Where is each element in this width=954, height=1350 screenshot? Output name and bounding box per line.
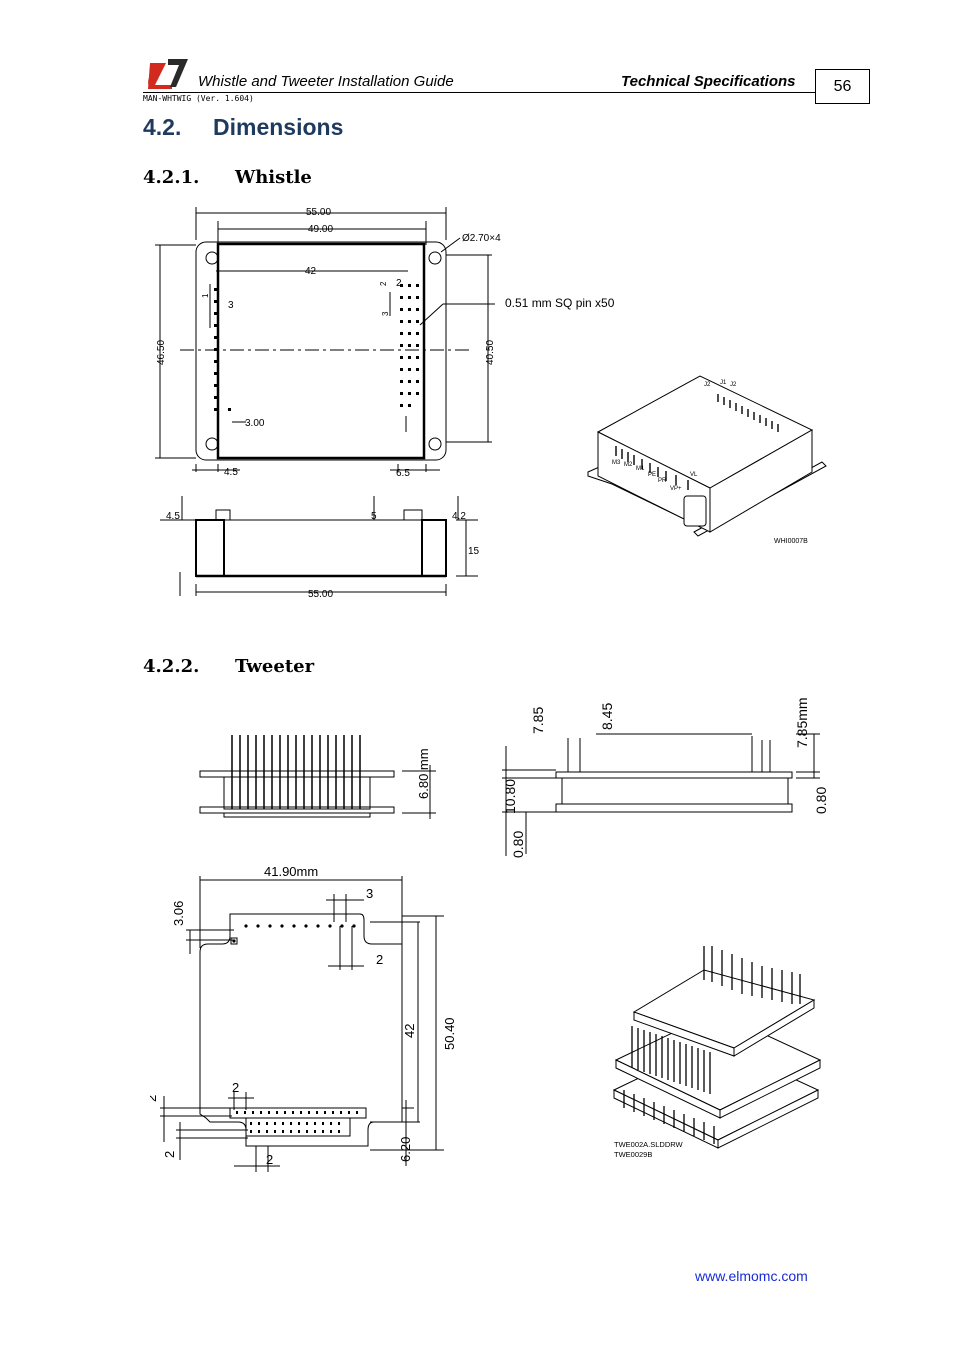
whistle-iso-label-m3: M3 [612, 460, 621, 466]
whistle-dim-pitch-3: 3 [228, 300, 234, 311]
whistle-side-mid: 5 [371, 511, 377, 522]
whistle-side-left: 4.5 [166, 511, 180, 522]
tweeter-top-5040: 50.40 [442, 1017, 457, 1050]
whistle-dim-small-3: 3 [381, 311, 390, 316]
whistle-isometric-drawing: J2 J1 J2 M3 M2 M1 PE PR VP+ VL WHI0007B [587, 375, 827, 545]
tweeter-side-785: 7.85 [530, 707, 546, 734]
whistle-pin-label: 0.51 mm SQ pin x50 [505, 296, 615, 310]
header-section: Technical Specifications [621, 73, 796, 90]
whistle-iso-label-m2: M2 [624, 462, 633, 468]
tweeter-side-080-right: 0.80 [813, 787, 829, 814]
whistle-iso-label-j2a: J2 [704, 382, 711, 388]
whistle-iso-label-m1: M1 [636, 466, 645, 472]
section-number: 4.2. [143, 114, 182, 140]
header-version: MAN-WHTWIG (Ver. 1.604) [143, 94, 254, 103]
whistle-dim-inner-width: 49.00 [308, 224, 333, 235]
whistle-side-height: 15 [468, 546, 480, 557]
whistle-dim-right-offset: 6.5 [396, 468, 410, 479]
whistle-iso-label-j1: J1 [720, 380, 727, 386]
whistle-dim-height-inner: 40.50 [485, 340, 496, 365]
tweeter-side-785mm: 7.85mm [794, 697, 810, 748]
header-doc-title: Whistle and Tweeter Installation Guide [198, 73, 454, 90]
tweeter-isometric-drawing: TWE002A.SLDDRW TWE0029B [612, 946, 822, 1159]
whistle-iso-label-vl: VL [690, 472, 698, 478]
tweeter-side-080-left: 0.80 [510, 831, 526, 858]
tweeter-bottom-2-top: 2 [232, 1080, 239, 1095]
tweeter-top-2: 2 [376, 952, 383, 967]
tweeter-front-height: 6.80 mm [416, 748, 431, 799]
tweeter-bottom-2-left: 2 [150, 1095, 159, 1102]
footer-url[interactable]: www.elmomc.com [695, 1268, 808, 1284]
tweeter-front-view-drawing: 6.80 mm [199, 735, 436, 819]
whistle-heading: 4.2.1. Whistle [143, 167, 312, 188]
whistle-number: 4.2.1. [143, 167, 200, 188]
whistle-dim-offset: 3.00 [245, 418, 265, 429]
tweeter-top-3: 3 [366, 886, 373, 901]
header-rule [143, 92, 815, 93]
whistle-drawing-id: WHI0007B [774, 538, 808, 545]
page-number: 56 [815, 69, 870, 104]
whistle-dim-left-offset: 4.5 [224, 467, 238, 478]
tweeter-top-306: 3.06 [171, 901, 186, 926]
whistle-dim-small-l: 1 [201, 293, 210, 298]
whistle-iso-label-pr: PR [658, 478, 667, 484]
tweeter-bottom-2-bottom: 2 [266, 1152, 273, 1167]
tweeter-top-view-drawing: 41.90mm 3.06 3 2 42 50.40 2 2 2 2 6.20 [150, 864, 457, 1172]
tweeter-bottom-620: 6.20 [398, 1137, 413, 1162]
whistle-dim-overall-width: 55.00 [306, 207, 331, 218]
tweeter-drawing-id-1: TWE002A.SLDDRW [614, 1140, 684, 1149]
tweeter-title: Tweeter [235, 656, 315, 677]
whistle-top-view-drawing: 55.00 49.00 Ø2.70×4 42 2 3 0.51 mm SQ pi… [155, 207, 615, 479]
tweeter-side-1080: 10.80 [502, 779, 518, 814]
whistle-side-right: 4.2 [452, 511, 466, 522]
whistle-dim-hole: Ø2.70×4 [462, 233, 501, 244]
tweeter-side-view-drawing: 7.85 8.45 7.85mm 10.80 0.80 0.80 [502, 697, 829, 858]
whistle-iso-label-vp: VP+ [670, 486, 682, 492]
section-heading: 4.2. Dimensions [143, 114, 343, 141]
tweeter-top-42: 42 [402, 1024, 417, 1038]
whistle-iso-label-j2b: J2 [730, 382, 737, 388]
whistle-title: Whistle [235, 167, 312, 188]
whistle-side-view-drawing: 4.5 5 4.2 15 55.00 [160, 496, 480, 600]
elmo-logo [148, 59, 188, 89]
tweeter-number: 4.2.2. [143, 656, 200, 677]
whistle-dim-pitch-2: 2 [396, 278, 402, 289]
whistle-dim-pin-span: 42 [305, 266, 317, 277]
whistle-iso-label-pe: PE [648, 472, 656, 478]
whistle-dim-height-overall: 46.50 [156, 340, 167, 365]
tweeter-top-width: 41.90mm [264, 864, 318, 879]
whistle-dim-small-2: 2 [379, 281, 388, 286]
tweeter-side-845: 8.45 [599, 703, 615, 730]
whistle-side-width: 55.00 [308, 589, 333, 600]
tweeter-drawing-id-2: TWE0029B [614, 1150, 652, 1159]
section-title: Dimensions [213, 114, 344, 140]
tweeter-heading: 4.2.2. Tweeter [143, 656, 314, 677]
tweeter-bottom-2-lower: 2 [162, 1151, 177, 1158]
